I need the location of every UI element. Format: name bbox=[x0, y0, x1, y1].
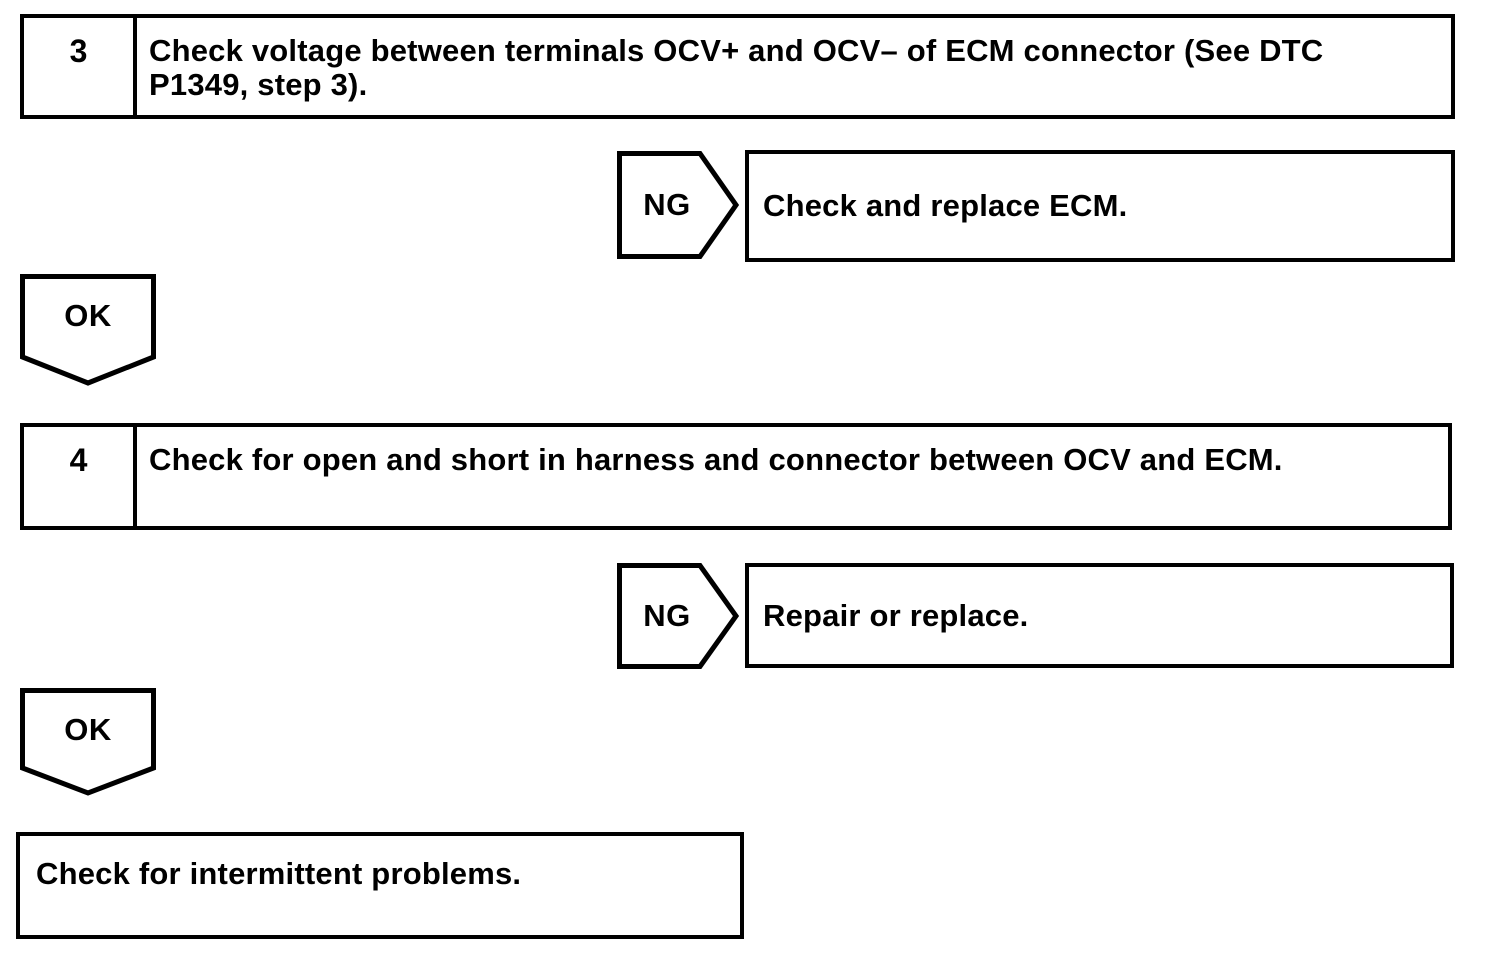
ng-arrow-icon bbox=[617, 563, 739, 669]
result-1-text: Check and replace ECM. bbox=[763, 188, 1128, 223]
ok-connector-2: OK bbox=[20, 688, 156, 796]
ok-label-1: OK bbox=[64, 298, 112, 333]
ng-arrow-icon bbox=[617, 151, 739, 259]
ng-label-1: NG bbox=[643, 187, 691, 222]
ok-label-2: OK bbox=[64, 712, 112, 747]
result-box-check-and-replace-ecm: Check and replace ECM. bbox=[745, 150, 1455, 262]
step-3-box: 3 Check voltage between terminals OCV+ a… bbox=[20, 14, 1455, 119]
step-4-instruction: Check for open and short in harness and … bbox=[137, 427, 1291, 526]
result-2-text: Repair or replace. bbox=[763, 597, 1029, 633]
result-box-repair-or-replace: Repair or replace. bbox=[745, 563, 1454, 668]
final-box-intermittent-problems: Check for intermittent problems. bbox=[16, 832, 744, 939]
ok-connector-1: OK bbox=[20, 274, 156, 386]
step-3-number: 3 bbox=[24, 18, 137, 115]
step-3-instruction: Check voltage between terminals OCV+ and… bbox=[137, 18, 1331, 115]
ok-pentagon-icon bbox=[20, 274, 156, 386]
ng-label-2: NG bbox=[643, 598, 691, 633]
ng-connector-2: NG bbox=[617, 563, 739, 669]
step-3-instruction-line-2: P1349, step 3). bbox=[149, 67, 368, 102]
ng-connector-1: NG bbox=[617, 151, 739, 259]
final-box-text: Check for intermittent problems. bbox=[36, 856, 522, 891]
step-3-instruction-line-1: Check voltage between terminals OCV+ and… bbox=[149, 33, 1324, 68]
step-4-number: 4 bbox=[24, 427, 137, 526]
step-4-box: 4 Check for open and short in harness an… bbox=[20, 423, 1452, 530]
ok-pentagon-icon bbox=[20, 688, 156, 796]
step-4-instruction-line-1: Check for open and short in harness and … bbox=[149, 442, 1283, 477]
